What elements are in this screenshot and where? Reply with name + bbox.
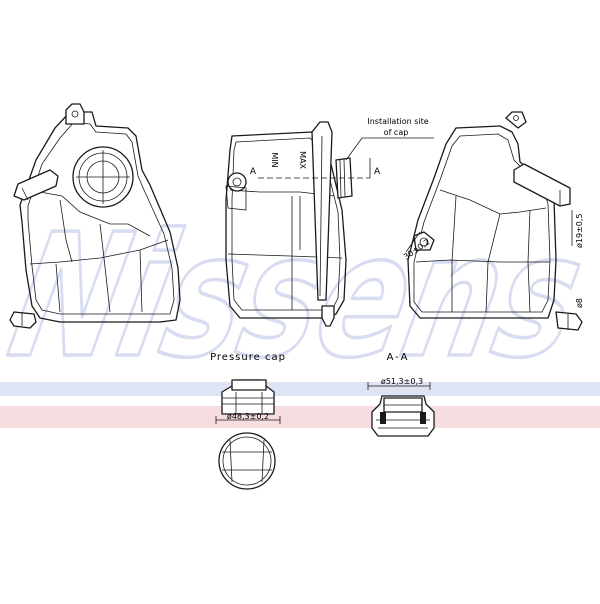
dim-right-small: ø8 (575, 298, 584, 308)
level-marks: MAX MIN (270, 151, 307, 169)
section-marker-left: A (250, 167, 257, 177)
section-aa-drawing: ø51,3±0,3 (367, 377, 435, 437)
installation-note-line1: Installation site (367, 117, 428, 126)
pressure-cap-top-view (218, 432, 276, 490)
cap-diameter-label: ø48,3±0,2 (227, 412, 269, 421)
section-marker-right: A (374, 167, 381, 177)
tank-rear-view (407, 111, 583, 331)
red-band (0, 406, 600, 428)
min-label: MIN (270, 152, 279, 167)
blue-band (0, 382, 600, 396)
section-title: A-A (387, 352, 410, 363)
pressure-cap-side-view: ø48,3±0,2 (215, 379, 281, 424)
tank-side-view: A A MAX MIN (225, 121, 381, 327)
installation-note: Installation site of cap (345, 117, 434, 161)
section-diameter-label: ø51,3±0,3 (381, 377, 423, 386)
max-label: MAX (298, 151, 307, 169)
watermark-logo: Nissens (0, 197, 598, 396)
dim-right-diameter: ø19±0,5 (575, 214, 584, 249)
installation-note-line2: of cap (384, 128, 409, 137)
tank-top-view (9, 103, 181, 329)
pressure-cap-title: Pressure cap (210, 352, 286, 363)
